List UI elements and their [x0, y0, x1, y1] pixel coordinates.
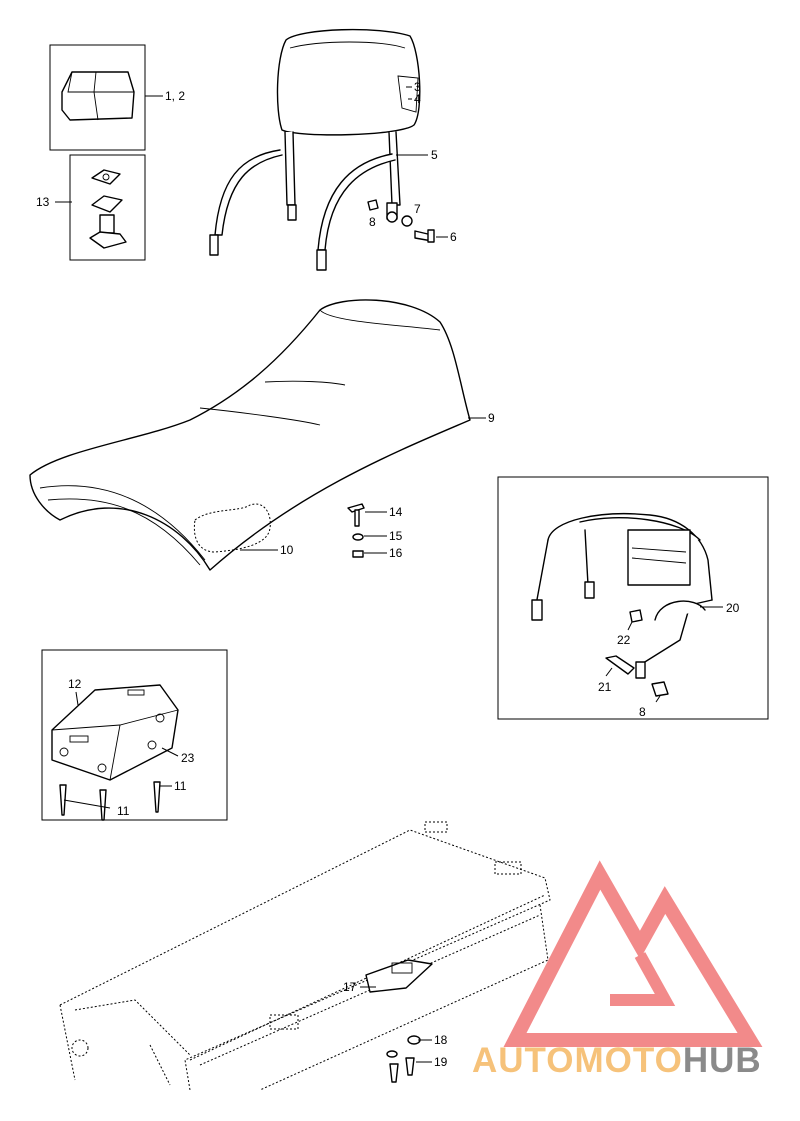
logo-text-automoto: AUTOMOTO — [472, 1041, 683, 1080]
callout-17: 17 — [343, 980, 357, 994]
callout-13: 13 — [36, 195, 50, 209]
leader-21 — [605, 667, 613, 677]
automotohub-logo: AUTOMOTOHUB — [472, 860, 763, 1080]
chassis-tunnel-drawing — [59, 821, 551, 1091]
callout-6: 6 — [450, 230, 457, 244]
callout-11-right: 11 — [174, 779, 187, 793]
leader-11-left — [63, 799, 111, 809]
callout-16: 16 — [389, 546, 403, 560]
callout-21: 21 — [598, 680, 612, 694]
callout-3: 3 — [414, 80, 421, 94]
seat-drawing — [29, 299, 471, 571]
callout-23: 23 — [181, 751, 195, 765]
rear-rack-drawing — [531, 513, 713, 697]
parts-1-2-box — [49, 44, 146, 151]
callout-11-left: 11 — [117, 804, 130, 818]
leader-23 — [161, 747, 179, 757]
storage-bag-drawing — [61, 71, 135, 121]
seat-hardware — [347, 503, 365, 558]
leader-12 — [75, 691, 79, 706]
leader-22 — [627, 621, 633, 631]
backrest-drawing — [209, 28, 421, 271]
callout-18: 18 — [434, 1033, 448, 1047]
callout-8-top: 8 — [369, 215, 376, 229]
callout-9: 9 — [488, 411, 495, 425]
logo-text-hub: HUB — [683, 1041, 762, 1080]
mount-plate-drawing — [51, 684, 179, 821]
callout-4: 4 — [414, 92, 421, 106]
part-13-box — [69, 154, 146, 261]
callout-14: 14 — [389, 505, 403, 519]
logo-triangle-mark — [503, 860, 763, 1047]
mount-plate-box — [41, 649, 228, 821]
svg-text:AUTOMOTOHUB: AUTOMOTOHUB — [472, 1041, 762, 1080]
callout-5: 5 — [431, 148, 438, 162]
callout-20: 20 — [726, 601, 740, 615]
callout-15: 15 — [389, 529, 403, 543]
callout-12: 12 — [68, 677, 82, 691]
callout-8-rack: 8 — [639, 705, 646, 719]
leader-8-rack — [655, 695, 661, 703]
callout-22: 22 — [617, 633, 631, 647]
callout-1-2: 1, 2 — [165, 89, 185, 103]
callout-7: 7 — [414, 202, 421, 216]
bracket-drawing — [89, 169, 127, 249]
callout-10: 10 — [280, 543, 294, 557]
rack-box — [497, 476, 769, 720]
backrest-hardware — [367, 199, 435, 243]
callout-19: 19 — [434, 1055, 448, 1069]
